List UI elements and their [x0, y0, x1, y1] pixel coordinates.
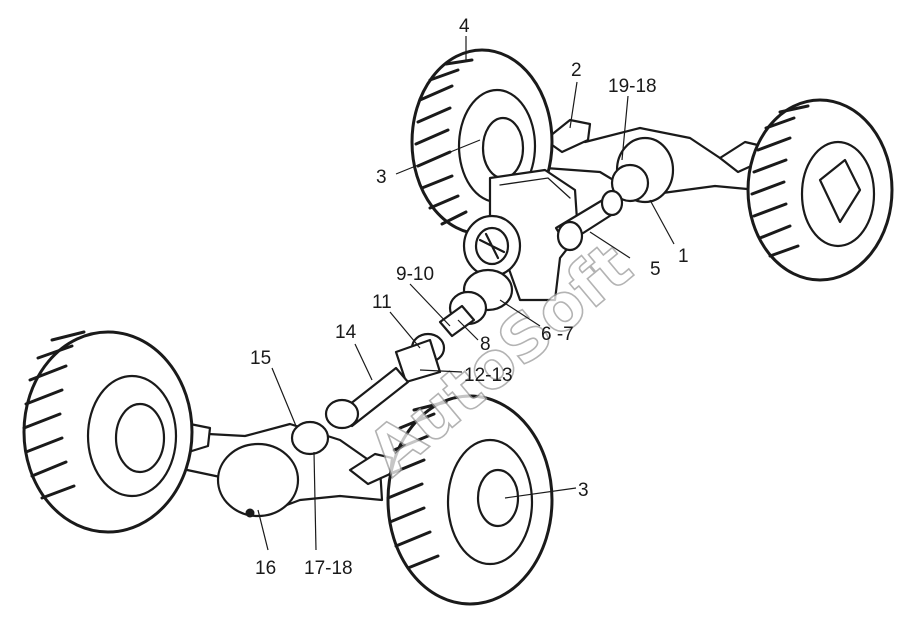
- callout-15: 15: [250, 348, 271, 369]
- front-input-flange: [290, 420, 330, 456]
- tire-bottom-left: [22, 330, 194, 534]
- leader-16: [257, 509, 269, 551]
- tire-top-right: [746, 98, 894, 282]
- leader-lines: [257, 36, 675, 551]
- front-differential-carrier: [216, 442, 300, 518]
- leader-14: [354, 343, 373, 381]
- callout-5: 5: [650, 259, 661, 280]
- center-bearing: [394, 338, 442, 384]
- leader-12-13: [419, 369, 463, 373]
- leader-11: [389, 311, 421, 349]
- rear-propeller-shaft: [554, 189, 624, 252]
- drain-plug: [245, 508, 255, 518]
- transfer-case: [462, 168, 580, 312]
- leader-17-18: [313, 451, 317, 551]
- callout-3-top: 3: [376, 167, 387, 188]
- leader-2: [569, 81, 578, 129]
- leader-3-top: [395, 139, 481, 175]
- leader-5: [589, 231, 631, 259]
- callout-9-10: 9-10: [396, 264, 434, 285]
- callout-8: 8: [480, 334, 491, 355]
- callouts: 1 2 3 3 4 5 6 -7 8 9-10 11 12-13 14 15 1…: [250, 16, 689, 579]
- callout-16: 16: [255, 558, 276, 579]
- callout-19-18: 19-18: [608, 76, 657, 97]
- leader-19-18: [621, 95, 629, 161]
- rear-axle-mount-left: [543, 118, 592, 154]
- callout-17-18: 17-18: [304, 558, 353, 579]
- universal-joint-lower: [324, 398, 360, 430]
- callout-12-13: 12-13: [464, 365, 513, 386]
- tire-bottom-right-hub: [476, 468, 520, 528]
- tire-bottom-right: [386, 394, 554, 606]
- leader-1: [649, 199, 675, 245]
- leader-15: [271, 367, 297, 427]
- callout-3-bottom: 3: [578, 480, 589, 501]
- leader-8: [457, 319, 479, 341]
- callout-1: 1: [678, 246, 689, 267]
- callout-14: 14: [335, 322, 357, 343]
- leader-3-bottom: [504, 487, 577, 499]
- leader-9-10: [409, 283, 451, 327]
- callout-4: 4: [459, 16, 470, 37]
- rear-input-flange: [610, 163, 650, 203]
- callout-11: 11: [372, 292, 392, 313]
- front-propeller-shaft: [324, 290, 488, 430]
- callout-2: 2: [571, 60, 582, 81]
- leader-6-7: [499, 299, 541, 327]
- callout-6-7: 6 -7: [541, 324, 574, 345]
- tire-top-right-hub: [818, 158, 862, 224]
